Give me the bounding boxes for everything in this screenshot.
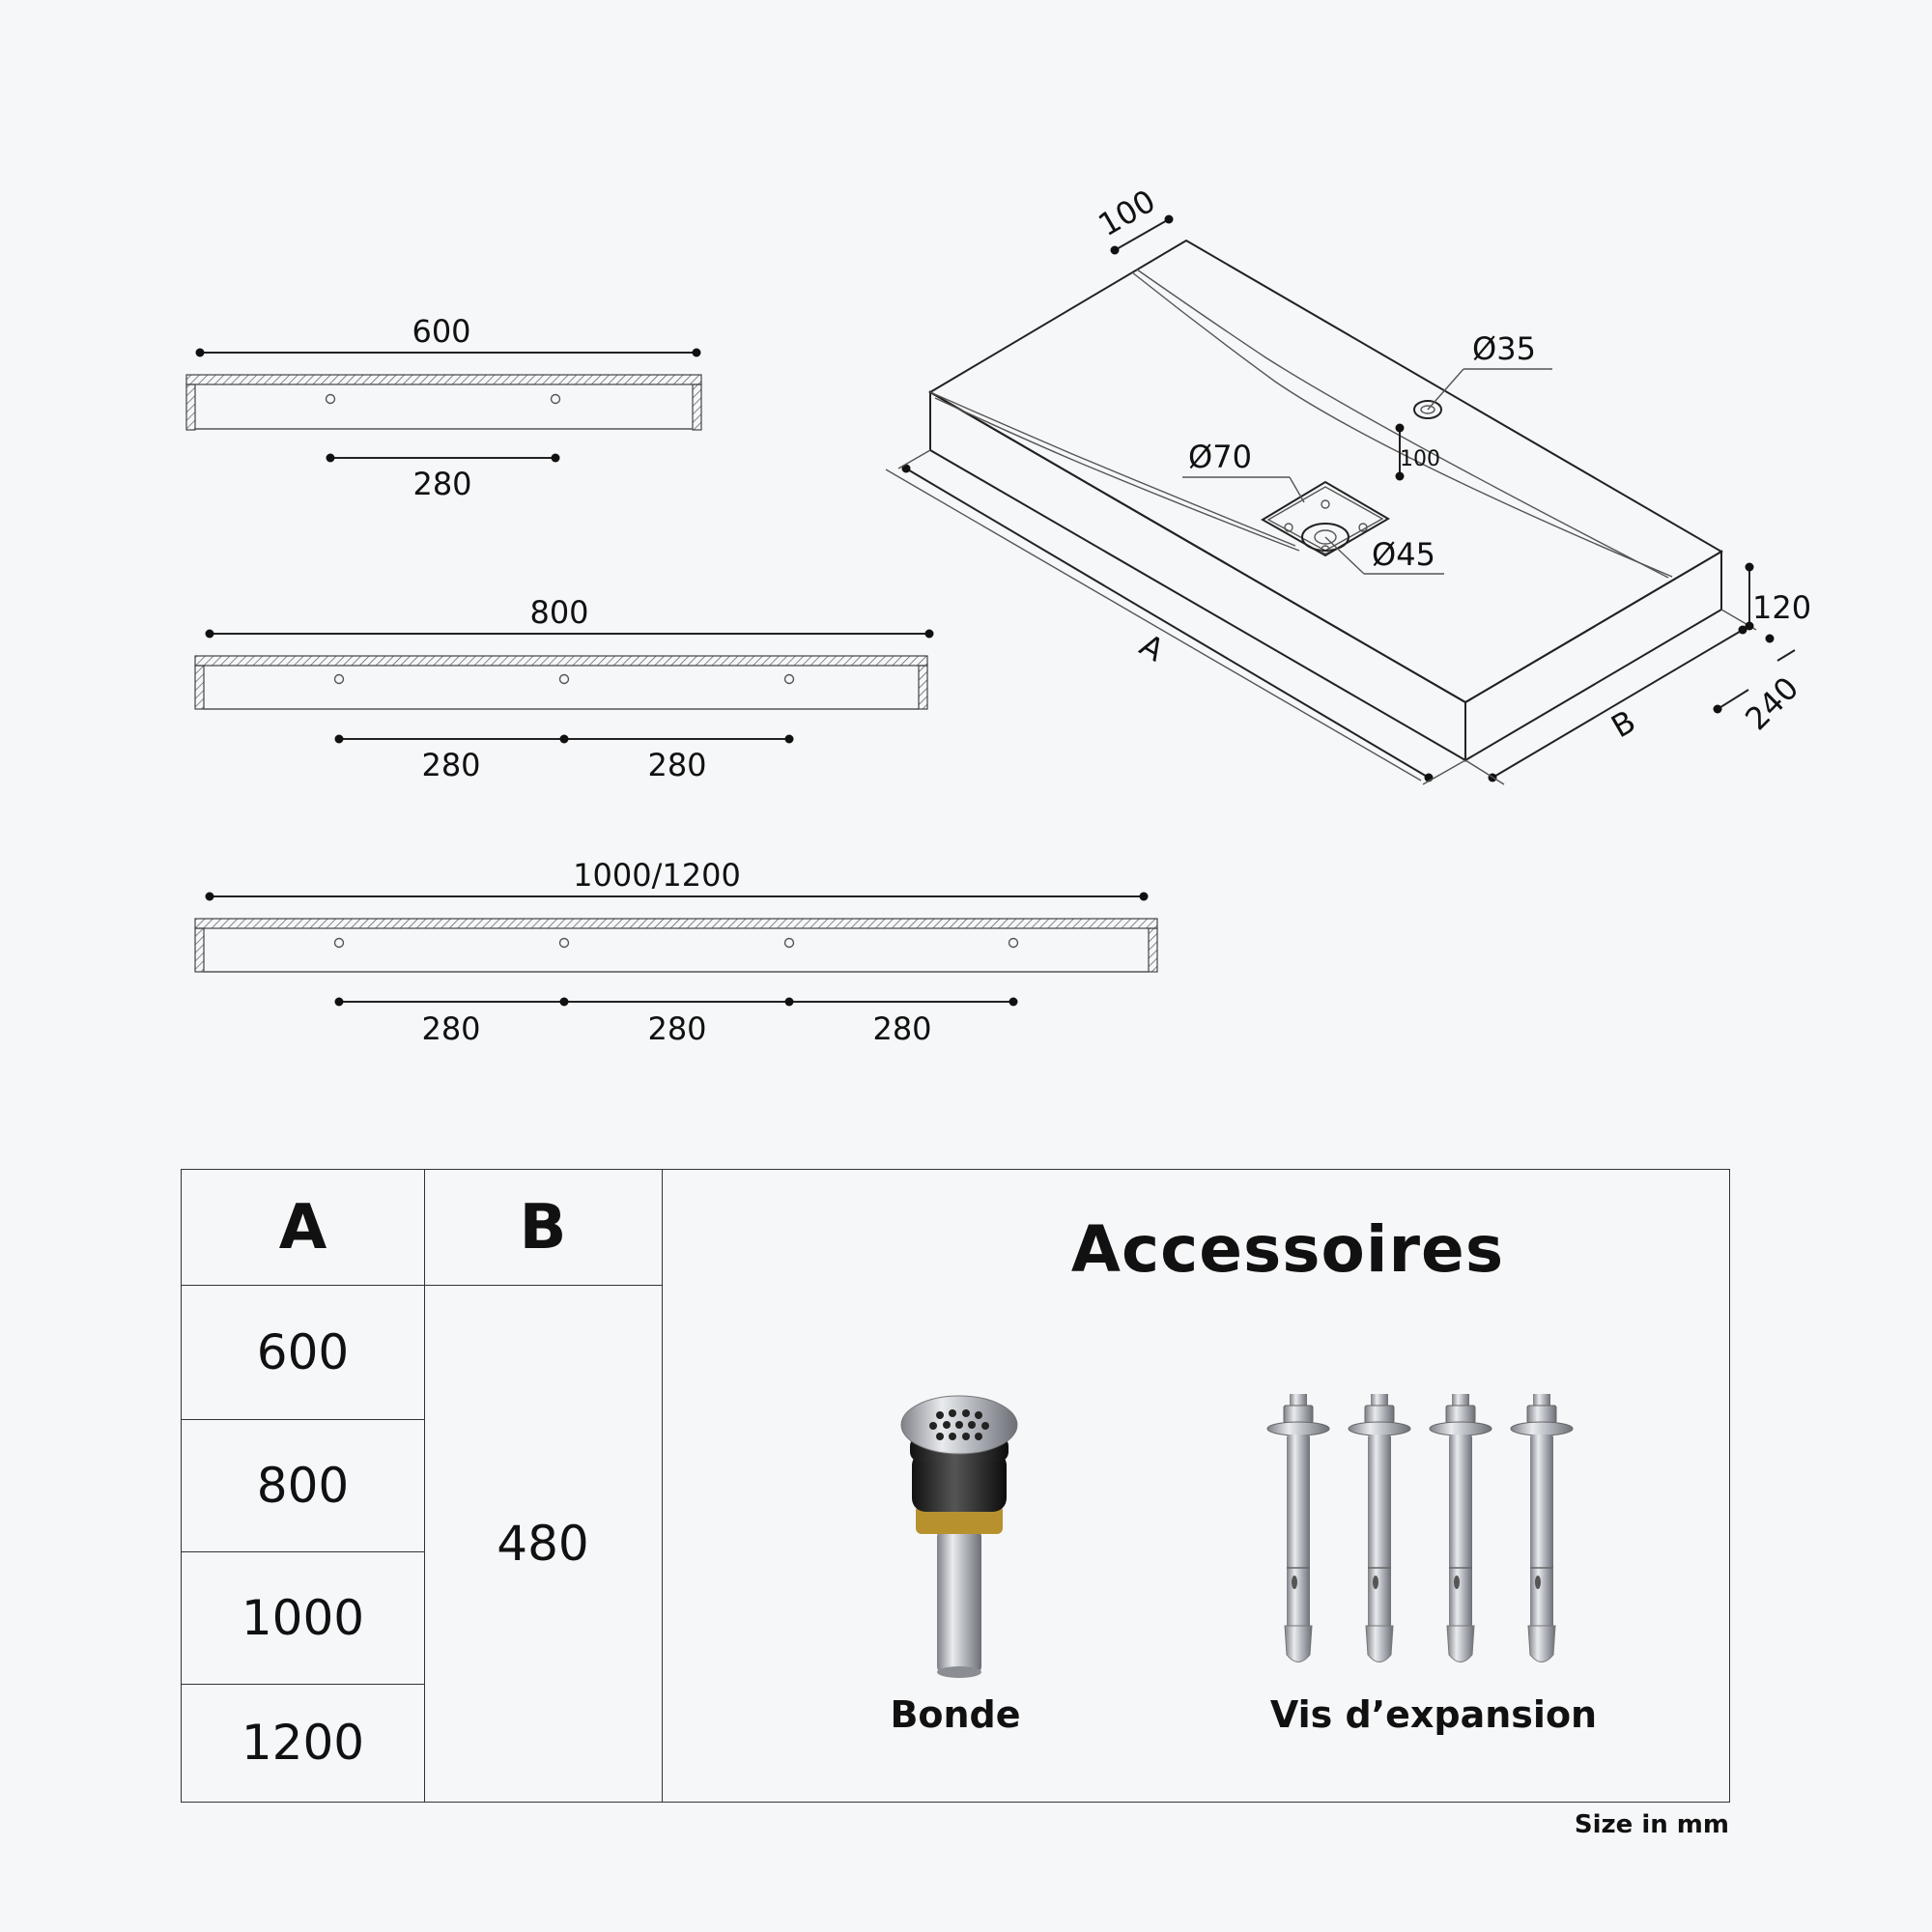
width-B-label: B: [1605, 703, 1641, 746]
drain-plug-icon: [900, 1395, 1018, 1678]
mounting-hole: [325, 393, 336, 405]
length-A-label: A: [1134, 627, 1171, 669]
mounting-hole: [558, 673, 570, 685]
bracket-800: 800 280 280: [194, 594, 934, 783]
mounting-hole: [550, 393, 561, 405]
hole-spacing-label: 280: [872, 1010, 931, 1047]
column-a-header: A: [278, 1191, 327, 1264]
hole-spacing-label: 280: [647, 1010, 706, 1047]
height-label: 120: [1752, 589, 1811, 626]
table-divider: [182, 1285, 662, 1286]
hole-spacing-label: 280: [421, 747, 480, 783]
dimensions-accessories-table: A B 600 800 1000 1200 480 Accessoires Bo…: [181, 1169, 1730, 1803]
accessory-label-bonde: Bonde: [890, 1693, 1021, 1736]
hole-spacing-label: 280: [421, 1010, 480, 1047]
tap-offset-label: 100: [1400, 447, 1440, 471]
hole-spacing-label: 280: [412, 466, 471, 502]
expansion-bolt-icon: [1266, 1394, 1574, 1662]
units-footnote: Size in mm: [1574, 1810, 1729, 1839]
mounting-hole: [333, 673, 345, 685]
drain-hole: [1301, 523, 1350, 552]
b-value-cell: 480: [497, 1515, 589, 1572]
bracket-width-label: 800: [529, 594, 588, 631]
drain-outer-diameter-label: Ø70: [1188, 439, 1252, 475]
drain-inner-diameter-label: Ø45: [1372, 536, 1435, 573]
column-b-header: B: [519, 1191, 567, 1264]
dimension-dot: [195, 348, 205, 357]
basin-isometric: 100 Ø35 100 Ø70 Ø45 A B: [885, 183, 1811, 785]
dimension-dot: [692, 348, 701, 357]
accessory-label-vis-expansion: Vis d’expansion: [1269, 1693, 1598, 1736]
tap-hole: [1413, 400, 1442, 419]
mounting-hole: [783, 673, 795, 685]
a-value-cell: 1200: [241, 1715, 365, 1771]
tap-hole-diameter-label: Ø35: [1472, 330, 1536, 367]
bracket-width-label: 1000/1200: [573, 857, 741, 894]
accessories-title: Accessoires: [1070, 1212, 1505, 1287]
side-width-label: 240: [1738, 669, 1805, 737]
a-value-cell: 800: [256, 1457, 350, 1514]
bracket-width-label: 600: [412, 313, 470, 350]
a-value-cell: 600: [256, 1323, 350, 1380]
a-value-cell: 1000: [241, 1589, 365, 1646]
table-divider: [662, 1170, 663, 1802]
hole-spacing-label: 280: [647, 747, 706, 783]
bracket-1000-1200: 1000/1200 280 280 280: [194, 857, 1158, 1047]
bracket-600: 600 280: [185, 313, 702, 502]
rim-depth-label: 100: [1093, 183, 1162, 243]
table-divider: [424, 1170, 425, 1802]
